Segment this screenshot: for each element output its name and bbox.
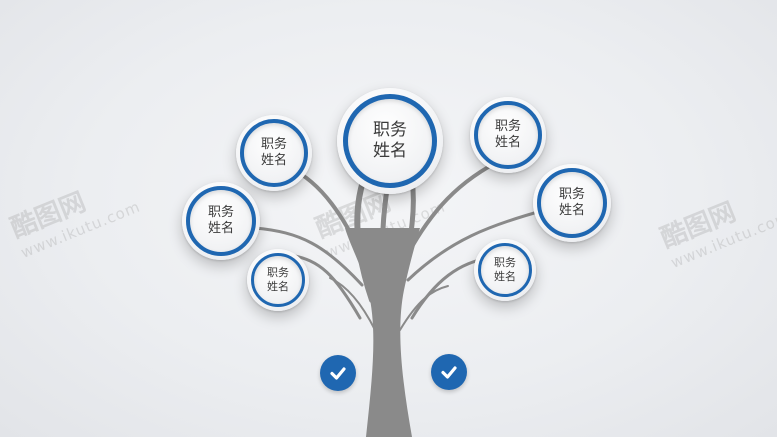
org-node-top[interactable]: 职务姓名 [337,88,443,194]
node-title: 职务 [558,186,585,202]
org-node-lower-left[interactable]: 职务姓名 [247,249,309,311]
node-name: 姓名 [260,153,287,168]
org-node-upper-right[interactable]: 职务姓名 [470,97,546,173]
branch [399,285,449,331]
node-label: 职务姓名 [267,266,289,294]
node-name: 姓名 [267,280,289,293]
node-title: 职务 [267,266,289,280]
node-name: 姓名 [207,221,234,236]
branch [253,226,364,287]
branch [329,277,376,331]
check-mark-icon [330,367,346,380]
check-icon[interactable] [431,354,467,390]
org-node-mid-left[interactable]: 职务姓名 [182,182,260,260]
node-label: 职务姓名 [261,137,287,170]
node-label: 职务姓名 [373,120,407,163]
branch [406,208,547,282]
node-label: 职务姓名 [559,187,585,220]
node-name: 姓名 [494,270,516,283]
node-name: 姓名 [494,135,521,150]
org-node-lower-right[interactable]: 职务姓名 [474,239,536,301]
node-label: 职务姓名 [494,256,516,284]
node-label: 职务姓名 [495,119,521,152]
org-node-upper-left[interactable]: 职务姓名 [236,115,312,191]
node-name: 姓名 [558,203,585,218]
node-title: 职务 [494,256,516,270]
node-label: 职务姓名 [208,205,234,238]
node-title: 职务 [260,136,287,152]
node-title: 职务 [207,204,234,220]
node-title: 职务 [494,118,521,134]
node-name: 姓名 [373,141,407,161]
check-mark-icon [441,366,457,379]
node-title: 职务 [373,119,407,140]
check-icon[interactable] [320,355,356,391]
org-node-mid-right[interactable]: 职务姓名 [533,164,611,242]
